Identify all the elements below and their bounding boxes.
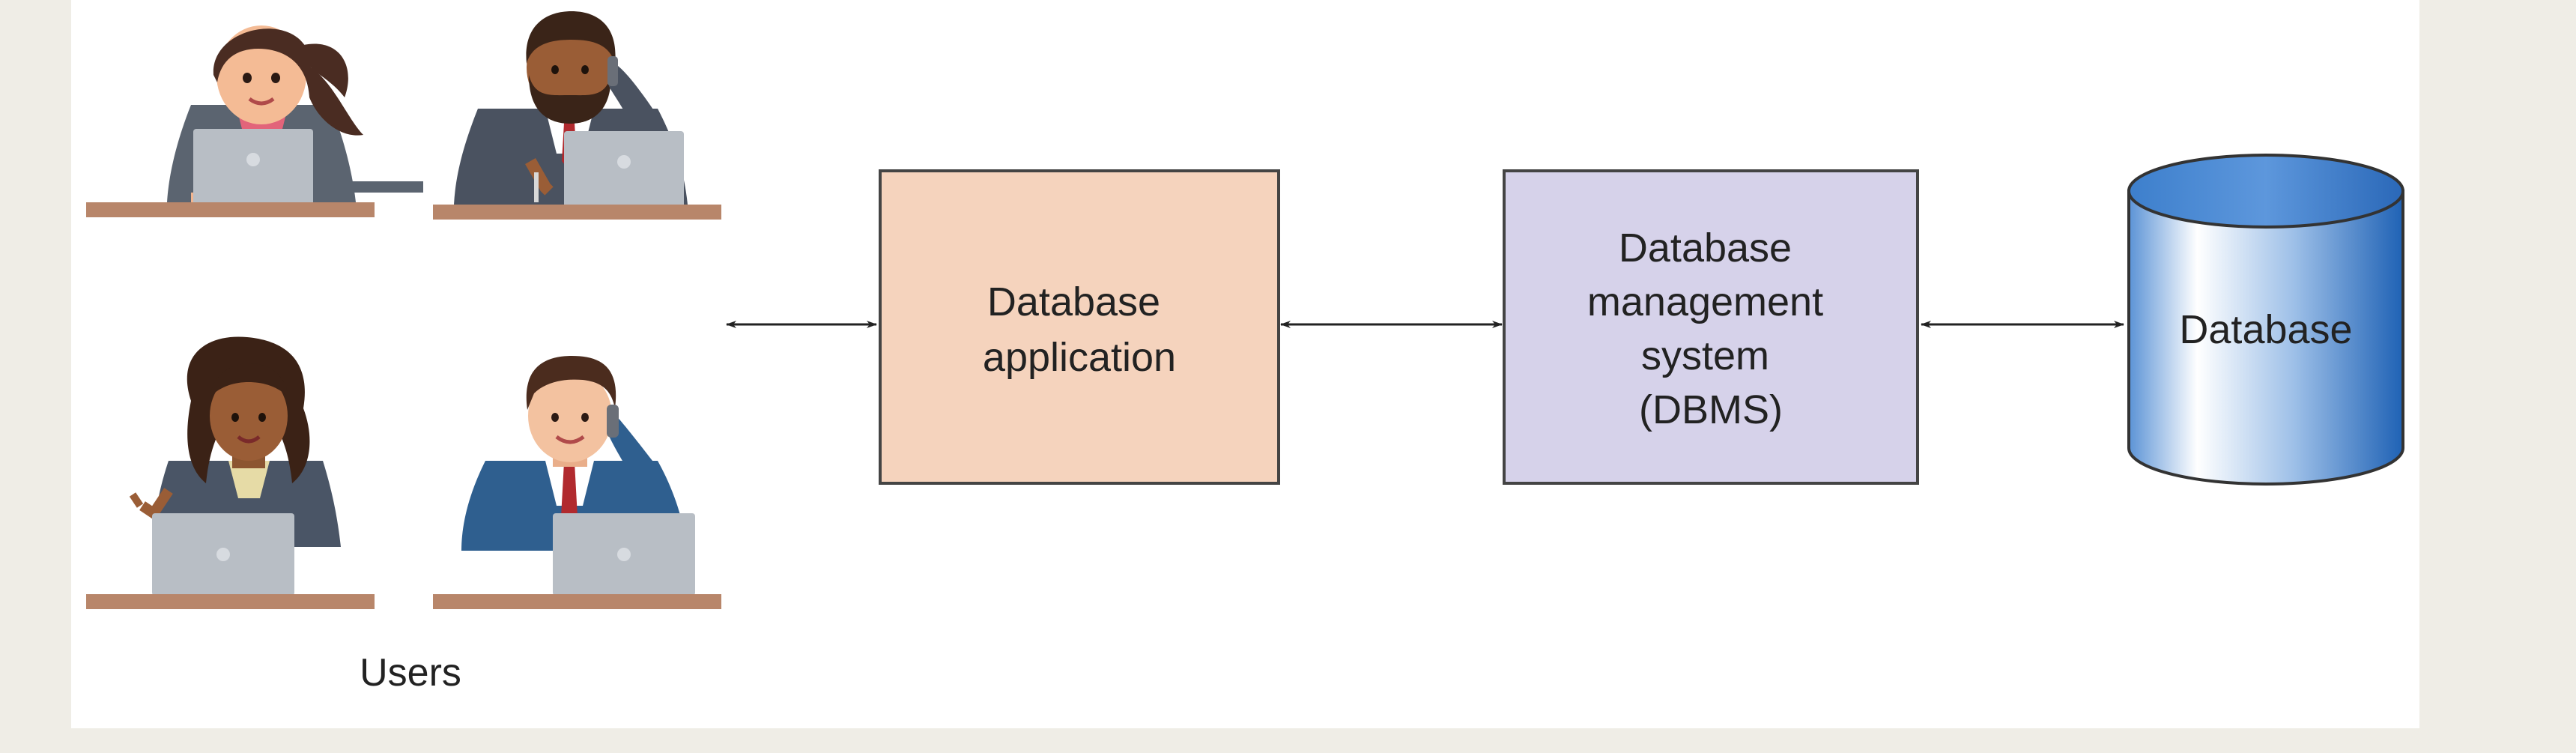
dbms-label: Database management system (DBMS) xyxy=(1587,226,1834,432)
database-cylinder: Database xyxy=(2127,154,2404,486)
dbms-label-line-1: Database xyxy=(1619,226,1792,270)
user-woman-laptop-1 xyxy=(86,25,423,217)
application-label-line-1: Database xyxy=(987,279,1160,324)
user-man-phone-1 xyxy=(433,11,721,220)
application-label: Database application xyxy=(983,279,1176,380)
dbms-box: Database management system (DBMS) xyxy=(1503,169,1919,485)
dbms-label-line-2: management xyxy=(1587,279,1823,324)
user-woman-laptop-2 xyxy=(86,336,375,609)
dbms-label-line-4: (DBMS) xyxy=(1639,387,1783,432)
database-label: Database xyxy=(2179,307,2352,352)
database-application-box: Database application xyxy=(879,169,1280,485)
user-man-phone-2 xyxy=(433,356,721,609)
users-group: Users xyxy=(86,11,721,695)
dbms-label-line-3: system xyxy=(1641,333,1769,378)
users-label: Users xyxy=(360,651,461,695)
application-label-line-2: application xyxy=(983,335,1176,380)
